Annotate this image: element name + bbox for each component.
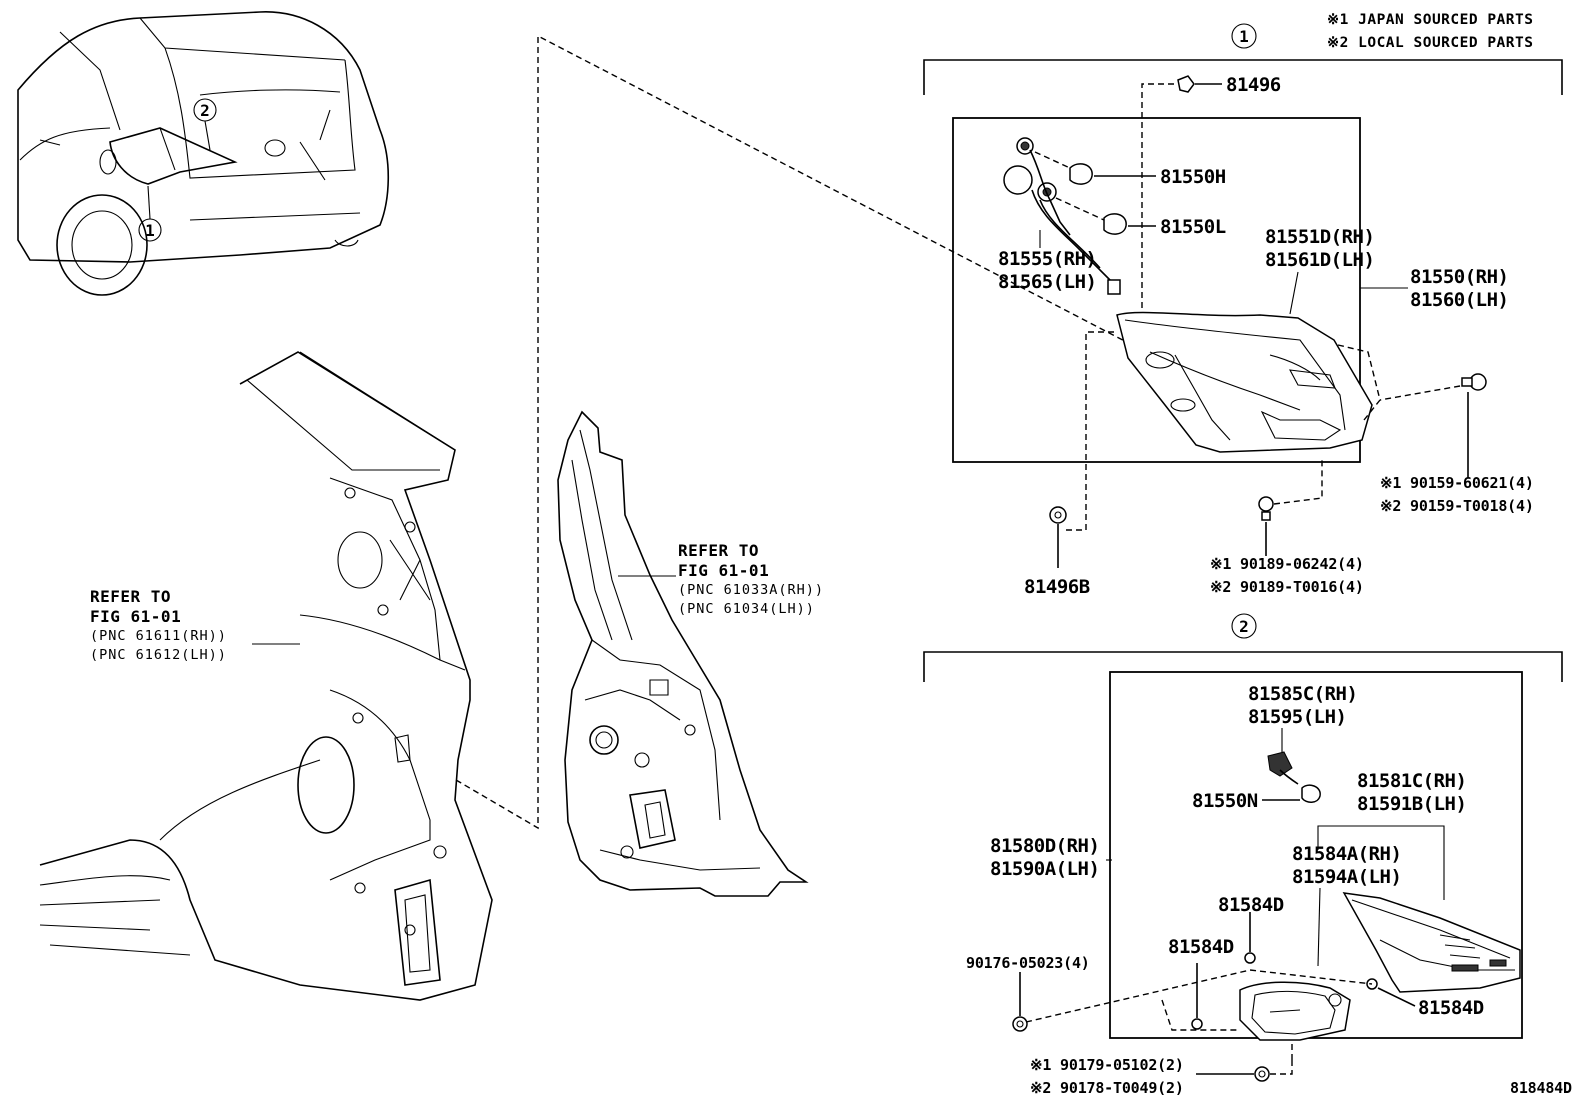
label-nut1-local: ※2 90189-T0016(4) bbox=[1210, 578, 1364, 596]
label-81591B: 81591B(LH) bbox=[1357, 793, 1466, 815]
legend-japan: ※1 JAPAN SOURCED PARTS bbox=[1327, 12, 1533, 28]
label-screw1-japan: ※1 90159-60621(4) bbox=[1380, 474, 1534, 492]
label-81550N: 81550N bbox=[1192, 790, 1258, 812]
figure-id: 818484D bbox=[1510, 1079, 1572, 1097]
refer-pillar-line2: FIG 61-01 bbox=[678, 561, 769, 580]
label-81585C: 81585C(RH) bbox=[1248, 683, 1357, 705]
refer-pillar-line4: (PNC 61034(LH)) bbox=[678, 601, 815, 617]
label-nut2-japan: ※1 90179-05102(2) bbox=[1030, 1056, 1184, 1074]
refer-quarter-line2: FIG 61-01 bbox=[90, 607, 181, 626]
group2-box bbox=[1109, 671, 1523, 1039]
legend-local: ※2 LOCAL SOURCED PARTS bbox=[1327, 35, 1533, 51]
socket-wire-assy bbox=[1003, 137, 1121, 295]
socket-81585C bbox=[1267, 751, 1321, 803]
pillar-panel bbox=[557, 410, 809, 897]
refer-quarter: REFER TO FIG 61-01 (PNC 61611(RH)) (PNC … bbox=[90, 587, 300, 663]
label-81550L: 81550L bbox=[1160, 216, 1226, 238]
group2-callout: 2 bbox=[1239, 617, 1249, 636]
label-81580D: 81580D(RH) bbox=[990, 835, 1099, 857]
label-81561D: 81561D(LH) bbox=[1265, 249, 1374, 271]
label-screw2: 90176-05023(4) bbox=[966, 954, 1090, 972]
nut-90179: ※1 90179-05102(2) ※2 90178-T0049(2) bbox=[1030, 1056, 1293, 1097]
label-81551D: 81551D(RH) bbox=[1265, 226, 1374, 248]
refer-quarter-line3: (PNC 61611(RH)) bbox=[90, 628, 227, 644]
clip-81496B: 81496B bbox=[1024, 331, 1117, 598]
clip-81584D-c: 81584D bbox=[1366, 978, 1484, 1019]
label-81584D-a: 81584D bbox=[1218, 894, 1284, 916]
refer-pillar-line1: REFER TO bbox=[678, 541, 759, 560]
group-2: 2 81585C(RH) 81595(LH) 81550N 81581C(RH)… bbox=[923, 613, 1563, 1097]
gasket-81584A bbox=[1239, 981, 1351, 1041]
label-81550: 81550(RH) bbox=[1410, 266, 1508, 288]
screw-90176: 90176-05023(4) bbox=[966, 954, 1090, 1032]
label-screw1-local: ※2 90159-T0018(4) bbox=[1380, 497, 1534, 515]
leader-pillar bbox=[455, 34, 1143, 830]
label-81550H: 81550H bbox=[1160, 166, 1226, 188]
car-callout-1: 1 bbox=[145, 221, 155, 240]
nut-90189: ※1 90189-06242(4) ※2 90189-T0016(4) bbox=[1210, 458, 1364, 596]
clip-81584D-a: 81584D bbox=[1218, 894, 1284, 964]
group1-box bbox=[952, 117, 1361, 463]
label-81496: 81496 bbox=[1226, 74, 1281, 96]
label-81590A: 81590A(LH) bbox=[990, 858, 1099, 880]
tail-lamp-81550 bbox=[1116, 311, 1381, 453]
label-81581C: 81581C(RH) bbox=[1357, 770, 1466, 792]
label-81555: 81555(RH) bbox=[998, 248, 1096, 270]
label-81584D-b: 81584D bbox=[1168, 936, 1234, 958]
refer-pillar-line3: (PNC 61033A(RH)) bbox=[678, 582, 824, 598]
group-1: 1 81496 81550H bbox=[923, 23, 1563, 598]
group1-callout: 1 bbox=[1239, 27, 1249, 46]
label-81584D-c: 81584D bbox=[1418, 997, 1484, 1019]
group1-bracket bbox=[923, 59, 1563, 95]
car-callout-2: 2 bbox=[200, 101, 210, 120]
label-81565: 81565(LH) bbox=[998, 271, 1096, 293]
group2-bracket bbox=[923, 651, 1563, 682]
label-81594A: 81594A(LH) bbox=[1292, 866, 1401, 888]
bulb-81550L: 81550L bbox=[1055, 197, 1226, 238]
label-81560: 81560(LH) bbox=[1410, 289, 1508, 311]
label-nut2-local: ※2 90178-T0049(2) bbox=[1030, 1079, 1184, 1097]
label-81496B: 81496B bbox=[1024, 576, 1090, 598]
back-door-lamp-81580D bbox=[1342, 892, 1521, 993]
label-nut1-japan: ※1 90189-06242(4) bbox=[1210, 555, 1364, 573]
bulb-81550H: 81550H bbox=[1034, 151, 1226, 188]
label-81595: 81595(LH) bbox=[1248, 706, 1346, 728]
label-81584A: 81584A(RH) bbox=[1292, 843, 1401, 865]
refer-quarter-line4: (PNC 61612(LH)) bbox=[90, 647, 227, 663]
clip-81584D-b: 81584D bbox=[1168, 936, 1234, 1030]
clip-81496: 81496 bbox=[1177, 74, 1281, 96]
screw-90159: ※1 90159-60621(4) ※2 90159-T0018(4) bbox=[1379, 373, 1534, 515]
refer-pillar: REFER TO FIG 61-01 (PNC 61033A(RH)) (PNC… bbox=[618, 541, 824, 617]
refer-quarter-line1: REFER TO bbox=[90, 587, 171, 606]
car-rear-view: 2 1 bbox=[17, 11, 390, 296]
quarter-panel bbox=[39, 351, 493, 1001]
